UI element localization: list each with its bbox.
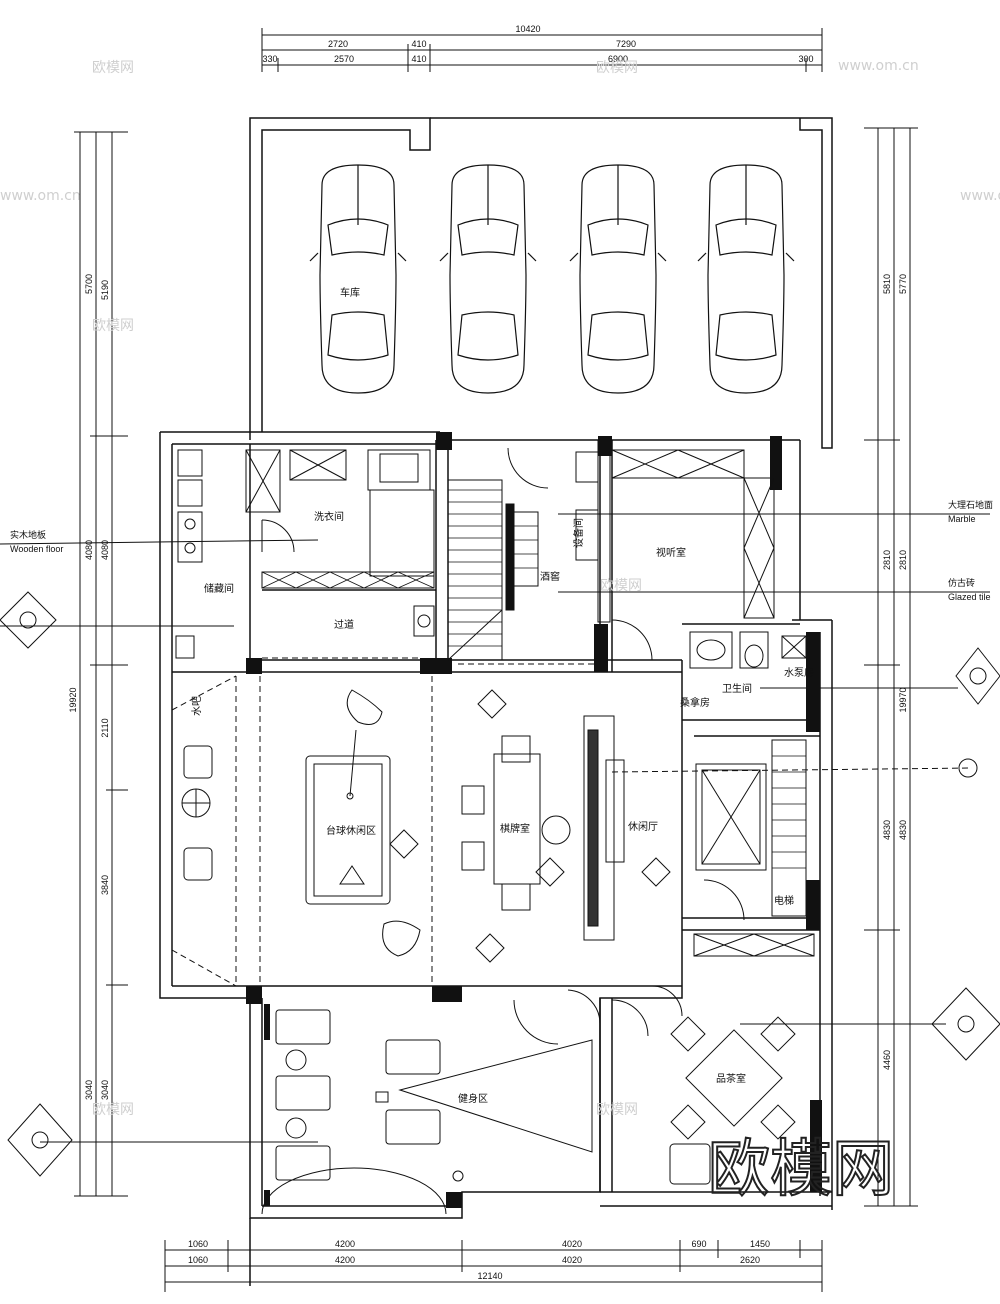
car-2: [439, 164, 537, 394]
room-label-storage: 储藏间: [204, 582, 234, 595]
room-label-bar: 水吧: [191, 696, 203, 716]
watermark-site-1: www.om.cn: [0, 188, 81, 204]
room-label-garage: 车库: [340, 286, 360, 299]
watermark-brand-2: 欧模网: [596, 60, 638, 76]
dim-bottom-2b: 4200: [335, 1255, 355, 1265]
brand-logo-overlay: 欧模网: [708, 1132, 894, 1205]
callout-right-2: Marble: [948, 514, 976, 524]
parked-cars: [309, 164, 795, 394]
watermark-brand-1: 欧模网: [92, 60, 134, 76]
car-4: [697, 164, 795, 394]
room-label-billiards: 台球休闲区: [326, 824, 376, 837]
room-label-sauna: 桑拿房: [680, 696, 710, 709]
dim-right-inner-3: 4830: [898, 820, 908, 840]
callout-right-3: 仿古砖: [948, 577, 975, 588]
elevation-markers: [0, 591, 1000, 1177]
room-label-tea-room: 品茶室: [716, 1072, 746, 1085]
dim-bottom-2d: 2620: [740, 1255, 760, 1265]
room-label-equip: 设备间: [572, 518, 585, 548]
room-label-bathroom: 卫生间: [722, 682, 752, 695]
dim-right-inner-2: 2810: [898, 550, 908, 570]
dim-bottom-2c: 4020: [562, 1255, 582, 1265]
left-dimension-lines: [74, 131, 128, 1197]
dim-top-2c: 410: [411, 54, 426, 64]
dim-right-inner-1: 5770: [898, 274, 908, 294]
watermark-site-2: www.om.cn: [838, 58, 919, 74]
dim-top-1c: 7290: [616, 39, 636, 49]
dim-top-2e: 300: [798, 54, 813, 64]
dim-left-inner-5: 3040: [100, 1080, 110, 1100]
watermark-site-3: www.om.cn: [960, 188, 1000, 204]
dashed-guides: [171, 657, 973, 987]
dim-right-outer-2: 2810: [882, 550, 892, 570]
car-1: [309, 164, 407, 394]
room-label-laundry: 洗衣间: [314, 510, 344, 523]
dim-left-outer-4: 3040: [84, 1080, 94, 1100]
room-label-leisure-hall: 休闲厅: [628, 820, 658, 833]
dim-top-overall: 10420: [515, 24, 540, 34]
dim-left-inner-2: 4080: [100, 540, 110, 560]
leader-lines: [0, 513, 990, 1143]
dim-left-inner-3: 2110: [100, 718, 110, 737]
dim-top-2b: 2570: [334, 54, 354, 64]
fixtures: [175, 447, 815, 1215]
dim-bottom-2a: 1060: [188, 1255, 208, 1265]
dim-right-inner-4: 4460: [882, 1050, 892, 1070]
dim-bottom-1a: 1060: [188, 1239, 208, 1249]
dim-right-outer-4: 4830: [882, 820, 892, 840]
watermark-brand-3: 欧模网: [92, 318, 134, 334]
watermark-brand-4: 欧模网: [600, 578, 642, 594]
callout-left-1: 实木地板: [10, 529, 46, 540]
room-label-gym: 健身区: [458, 1092, 488, 1105]
dim-left-inner-4: 3840: [100, 875, 110, 895]
dim-bottom-overall: 12140: [477, 1271, 502, 1281]
watermark-brand-6: 欧模网: [596, 1102, 638, 1118]
dim-right-outer-1: 5810: [882, 274, 892, 294]
dim-top-1b: 410: [411, 39, 426, 49]
room-label-pump-room: 水泵房: [784, 666, 814, 679]
dim-left-inner-1: 5190: [100, 280, 110, 300]
watermark-brand-5: 欧模网: [92, 1102, 134, 1118]
room-label-wine-cellar: 酒窖: [540, 570, 560, 583]
dim-bottom-1c: 4020: [562, 1239, 582, 1249]
dim-top-1a: 2720: [328, 39, 348, 49]
dim-top-2a: 330: [262, 54, 277, 64]
top-dimension-lines: [261, 28, 823, 72]
dim-left-outer-2: 4080: [84, 540, 94, 560]
car-3: [569, 164, 667, 394]
room-label-cinema: 视听室: [656, 546, 686, 559]
callout-right-1: 大理石地面: [948, 499, 993, 510]
bottom-dimension-lines: [164, 1240, 823, 1292]
callout-right-4: Glazed tile: [948, 592, 991, 602]
dim-left-outer-1: 5700: [84, 274, 94, 294]
room-label-corridor: 过道: [334, 618, 354, 631]
callout-left-2: Wooden floor: [10, 544, 63, 554]
structural-columns: [246, 432, 822, 1208]
dim-bottom-1e: 1450: [750, 1239, 770, 1249]
room-label-elevator: 电梯: [774, 894, 794, 907]
dim-left-outer-3: 19920: [68, 687, 78, 712]
right-dimension-lines: [864, 127, 918, 1207]
dim-right-outer-3: 19970: [898, 687, 908, 712]
dim-top-2d: 6900: [608, 54, 628, 64]
watermark-layer: www.om.cn www.om.cn www.om.cn 欧模网 欧模网 欧模…: [0, 58, 1000, 1118]
dim-bottom-1b: 4200: [335, 1239, 355, 1249]
room-label-card-room: 棋牌室: [500, 822, 530, 835]
dim-bottom-1d: 690: [691, 1239, 706, 1249]
